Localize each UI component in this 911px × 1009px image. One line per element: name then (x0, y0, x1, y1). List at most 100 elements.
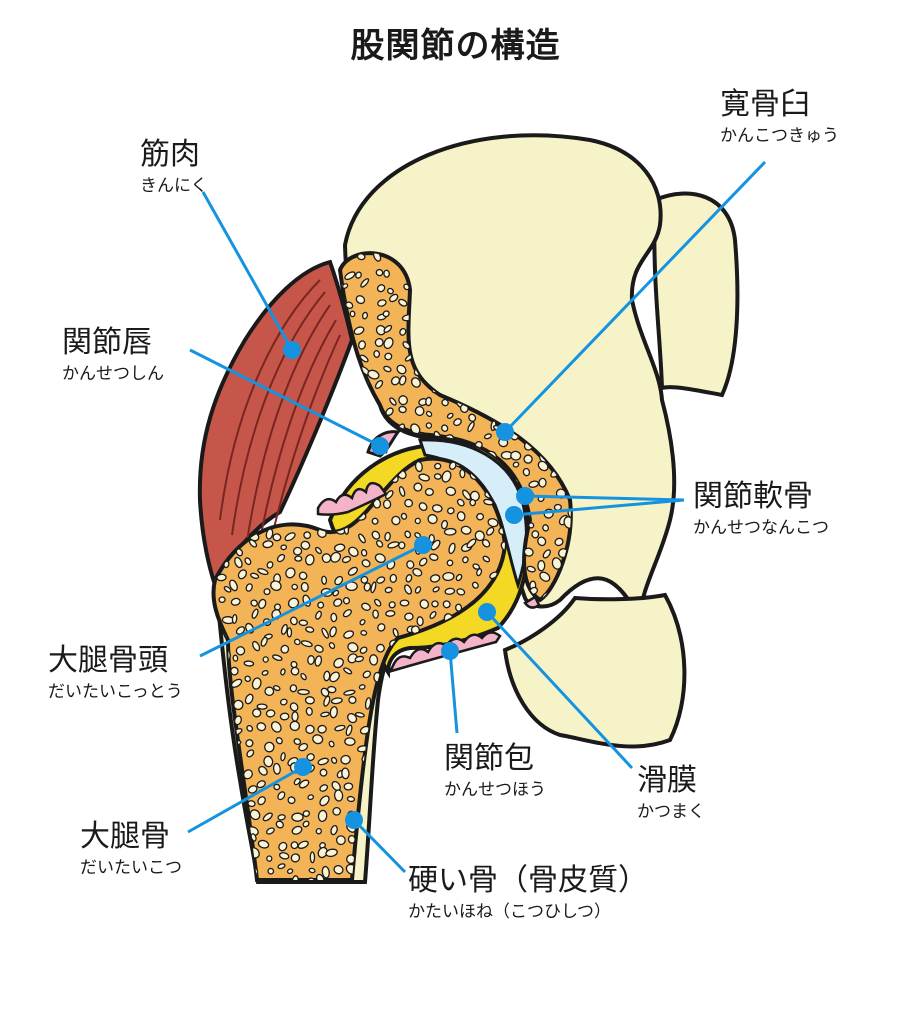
trabecular-hole (400, 512, 408, 520)
trabecular-hole (382, 499, 392, 510)
trabecular-hole (335, 835, 346, 846)
trabecular-hole (389, 397, 397, 406)
trabecular-hole (502, 727, 505, 734)
trabecular-hole (431, 504, 443, 513)
trabecular-hole (446, 559, 454, 567)
trabecular-hole (496, 641, 504, 655)
trabecular-hole (302, 810, 311, 818)
trabecular-hole (496, 668, 505, 678)
trabecular-hole (472, 698, 481, 709)
label-femur-main: 大腿骨 (80, 819, 170, 854)
trabecular-hole (375, 540, 384, 548)
trabecular-hole (245, 739, 254, 748)
trabecular-hole (252, 708, 262, 718)
trabecular-hole (440, 852, 450, 863)
trabecular-hole (404, 686, 414, 699)
trabecular-hole (247, 883, 253, 892)
trabecular-hole (430, 694, 440, 707)
trabecular-hole (481, 539, 491, 548)
trabecular-hole (386, 701, 395, 712)
trabecular-hole (460, 670, 469, 679)
trabecular-hole (441, 424, 449, 432)
trabecular-hole (256, 722, 267, 732)
trabecular-hole (340, 439, 352, 447)
label-joint-capsule-sub: かんせつほう (444, 780, 546, 800)
label-labrum-main: 関節唇 (62, 325, 152, 360)
trabecular-hole (419, 599, 430, 610)
trabecular-hole (362, 670, 372, 679)
trabecular-hole (429, 611, 437, 619)
trabecular-hole (386, 771, 394, 780)
trabecular-hole (202, 851, 213, 862)
trabecular-hole (291, 875, 299, 880)
pelvis-back (652, 191, 740, 398)
trabecular-hole (266, 855, 273, 862)
trabecular-hole (385, 610, 396, 617)
trabecular-hole (377, 299, 387, 307)
trabecular-hole (300, 640, 313, 648)
trabecular-hole (354, 655, 365, 663)
trabecular-hole (383, 727, 395, 734)
trabecular-hole (416, 616, 424, 627)
trabecular-hole (384, 352, 393, 361)
trabecular-hole (251, 608, 259, 619)
trabecular-hole (221, 865, 232, 876)
pointer-lines (187, 160, 767, 874)
trabecular-hole (497, 696, 505, 706)
trabecular-hole (323, 670, 331, 682)
label-synovium: 滑膜 かつまく (637, 764, 705, 823)
trabecular-hole (249, 809, 261, 821)
trabecular-hole (385, 407, 394, 416)
trabecular-hole (441, 712, 451, 721)
trabecular-hole (357, 418, 368, 428)
trabecular-hole (359, 354, 369, 363)
trabecular-hole (414, 460, 423, 473)
trabecular-hole (313, 475, 324, 486)
trabecular-hole (345, 301, 354, 309)
trabecular-hole (340, 467, 342, 475)
trabecular-hole (425, 396, 433, 407)
trabecular-hole (360, 548, 368, 557)
ischium (502, 592, 687, 749)
trabecular-hole (204, 716, 212, 724)
label-femoral-head-sub: だいたいこっとう (48, 682, 183, 702)
trabecular-hole (280, 623, 288, 635)
trabecular-hole (359, 646, 368, 654)
trabecular-hole (373, 864, 384, 872)
trabecular-hole (429, 778, 439, 789)
trabecular-hole (298, 742, 309, 752)
trabecular-hole (257, 839, 270, 849)
trabecular-hole (279, 712, 290, 721)
trabecular-hole (469, 498, 477, 507)
trabecular-hole (383, 365, 392, 373)
trabecular-hole (216, 573, 227, 582)
trabecular-hole (250, 572, 260, 579)
trabecular-hole (442, 571, 455, 582)
trabecular-hole (431, 851, 442, 861)
trabecular-hole (265, 827, 275, 835)
trabecular-hole (230, 780, 238, 790)
trabecular-hole (331, 484, 339, 496)
trabecular-hole (342, 596, 351, 605)
trabecular-hole (213, 767, 214, 779)
trabecular-hole (348, 546, 359, 557)
trabecular-hole (501, 812, 505, 823)
trabecular-hole (387, 287, 394, 295)
page-title: 股関節の構造 (350, 26, 561, 66)
trabecular-hole (372, 609, 379, 619)
trabecular-hole (481, 823, 491, 831)
trabecular-hole (457, 714, 467, 724)
trabecular-hole (447, 812, 457, 821)
trabecular-hole (325, 848, 338, 858)
trabecular-hole (305, 877, 316, 880)
trabecular-hole (455, 573, 463, 582)
label-labrum: 関節唇 かんせつしん (62, 326, 164, 385)
trabecular-hole (244, 557, 252, 566)
trabecular-hole (344, 271, 356, 281)
trabecular-hole (262, 812, 273, 822)
trabecular-hole (347, 834, 356, 844)
trabecular-hole (374, 878, 382, 880)
trabecular-hole (554, 537, 564, 547)
trabecular-hole (247, 785, 258, 794)
trabecular-hole (482, 555, 491, 563)
